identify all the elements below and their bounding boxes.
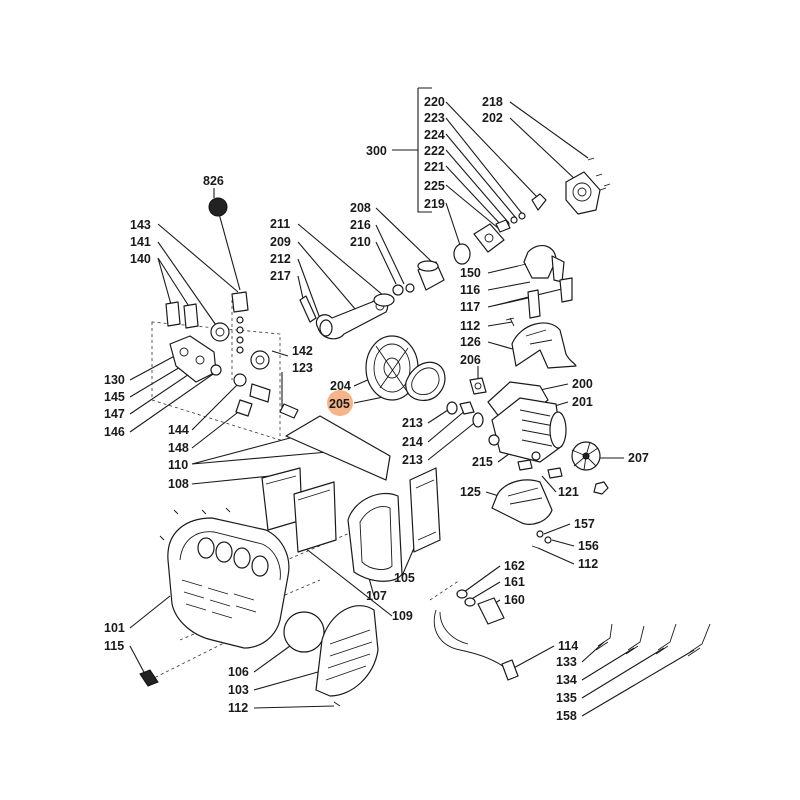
part-label-220: 220 [424,95,445,109]
part-label-218: 218 [482,95,503,109]
part-label-214: 214 [402,435,423,449]
part-label-826: 826 [203,174,224,188]
part-label-141: 141 [130,235,151,249]
bracket-300 [392,87,432,213]
part-label-147: 147 [104,407,125,421]
part-label-143: 143 [130,218,151,232]
part-label-212: 212 [270,252,291,266]
part-label-157: 157 [574,517,595,531]
part-label-215: 215 [472,455,493,469]
part-label-110: 110 [168,458,188,472]
part-label-135: 135 [556,691,577,705]
part-label-112-housing: 112 [228,701,248,715]
part-label-109: 109 [392,609,413,623]
part-label-221: 221 [424,160,445,174]
part-number-labels: 220 223 224 222 221 225 219 300 218 202 … [104,95,649,723]
part-label-202: 202 [482,111,503,125]
part-label-216: 216 [350,218,371,232]
part-label-145: 145 [104,390,125,404]
part-label-160: 160 [504,593,525,607]
part-label-205: 205 [329,397,350,411]
part-label-112-head: 112 [460,319,480,333]
part-label-126: 126 [460,335,481,349]
part-label-150: 150 [460,266,481,280]
part-label-206: 206 [460,353,481,367]
part-label-107: 107 [366,589,387,603]
part-label-225: 225 [424,179,445,193]
part-label-105: 105 [394,571,415,585]
part-label-156: 156 [578,539,599,553]
part-label-217: 217 [270,269,291,283]
part-label-146: 146 [104,425,125,439]
part-label-224: 224 [424,128,445,142]
motor-parts [487,381,609,549]
part-label-114: 114 [558,639,578,653]
part-label-219: 219 [424,197,445,211]
part-label-144: 144 [168,423,189,437]
part-label-204: 204 [330,379,351,393]
part-label-112-motor: 112 [578,557,598,571]
part-label-222: 222 [424,144,445,158]
part-label-161: 161 [504,575,525,589]
part-label-123: 123 [292,361,313,375]
part-label-101: 101 [104,621,125,635]
cylinder-head-parts [453,157,611,369]
part-label-201: 201 [572,395,593,409]
part-label-133: 133 [556,655,577,669]
housing-parts [139,507,379,707]
part-label-148: 148 [168,441,189,455]
part-label-208: 208 [350,201,371,215]
panel-parts [261,415,441,582]
part-label-117: 117 [460,300,480,314]
part-label-162: 162 [504,559,525,573]
part-label-116: 116 [460,283,480,297]
part-label-209: 209 [270,235,291,249]
part-label-121: 121 [558,485,579,499]
part-label-134: 134 [556,673,577,687]
electrical-parts [433,589,711,681]
part-label-210: 210 [350,235,371,249]
highlight-205-marker [327,390,353,416]
part-label-200: 200 [572,377,593,391]
part-label-142: 142 [292,344,313,358]
part-label-106: 106 [228,665,249,679]
part-label-115: 115 [104,639,124,653]
part-label-223: 223 [424,111,445,125]
cooling-fan [571,441,601,471]
crank-pulley-parts [299,260,487,428]
part-label-213-upper: 213 [402,416,423,430]
part-label-213-lower: 213 [402,453,423,467]
part-label-211: 211 [270,217,290,231]
part-label-300: 300 [366,144,387,158]
part-label-108: 108 [168,477,189,491]
part-label-130: 130 [104,373,125,387]
part-label-103: 103 [228,683,249,697]
part-label-207: 207 [628,451,649,465]
part-label-140: 140 [130,252,151,266]
part-label-158: 158 [556,709,577,723]
part-label-125: 125 [460,485,481,499]
valve-gauge-parts [165,197,299,419]
